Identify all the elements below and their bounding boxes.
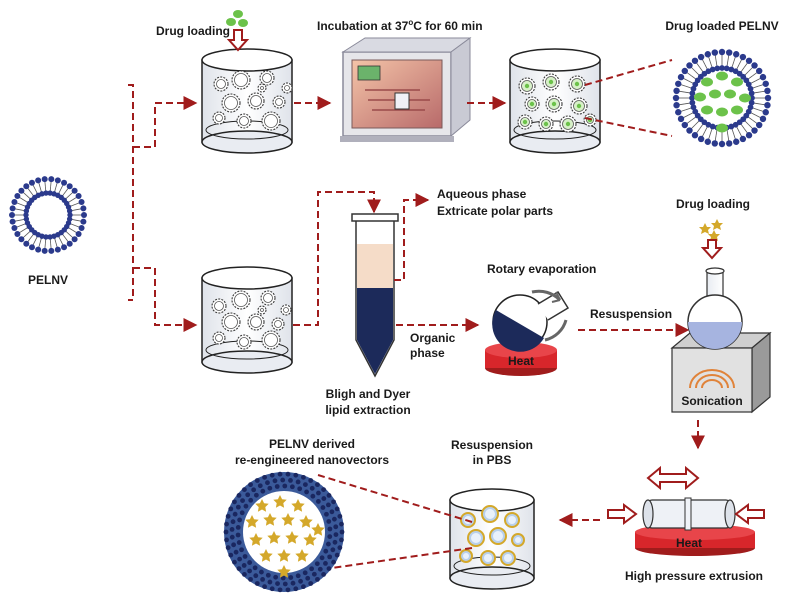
arrow-to-tube [293,191,381,326]
drug-loading-right-label: Drug loading [676,197,750,211]
drug-loading-top-label: Drug loading [156,24,230,38]
arrow-to-aqueous [394,193,430,281]
pelnv-vesicle-icon [9,176,87,254]
rotary-evaporator-icon [485,289,570,376]
sonication-device-icon [670,267,772,414]
sonication-label: Sonication [681,394,742,408]
drug-particles-green-icon [226,10,248,27]
aqueous-label-line2: Extricate polar parts [437,204,553,218]
resusp-pbs-label-line1: Resuspension [451,438,533,452]
incubator-icon [340,37,472,142]
drug-loading-down-arrow-icon [226,29,250,52]
split-bracket [128,84,198,332]
beaker-drug-loading [201,48,293,154]
rotary-evaporation-label: Rotary evaporation [487,262,596,276]
bligh-dyer-label-line1: Bligh and Dyer [326,387,411,401]
beaker-pbs [449,488,535,590]
drug-loaded-pelnv-icon [672,48,772,148]
zoom-lines-top [584,59,673,137]
drug-loading-right-arrow-icon [700,239,724,260]
resuspension-label: Resuspension [590,307,672,321]
beaker-drug-loaded [509,48,601,154]
heat-rotary-label: Heat [508,354,534,368]
organic-label-line1: Organic [410,331,456,345]
beaker-extraction [201,266,293,374]
extruder-icon [607,497,765,556]
incubation-label: Incubation at 37oC for 60 min [317,18,483,33]
drug-loaded-pelnv-label: Drug loaded PELNV [665,19,778,33]
heat-extrusion-label: Heat [676,536,702,550]
double-arrow-icon [646,465,700,491]
pelnv-label: PELNV [28,273,68,287]
resusp-pbs-label-line2: in PBS [473,453,512,467]
aqueous-label-line1: Aqueous phase [437,187,527,201]
high-pressure-extrusion-label: High pressure extrusion [625,569,763,583]
zoom-lines-bottom [317,474,473,571]
derived-label-line2: re-engineered nanovectors [235,453,389,467]
centrifuge-tube-icon [351,213,399,378]
organic-label-line2: phase [410,346,445,360]
reengineered-nanovector-icon [223,471,345,593]
drug-particles-gold-icon [699,219,723,241]
derived-label-line1: PELNV derived [269,437,355,451]
bligh-dyer-label-line2: lipid extraction [325,403,410,417]
